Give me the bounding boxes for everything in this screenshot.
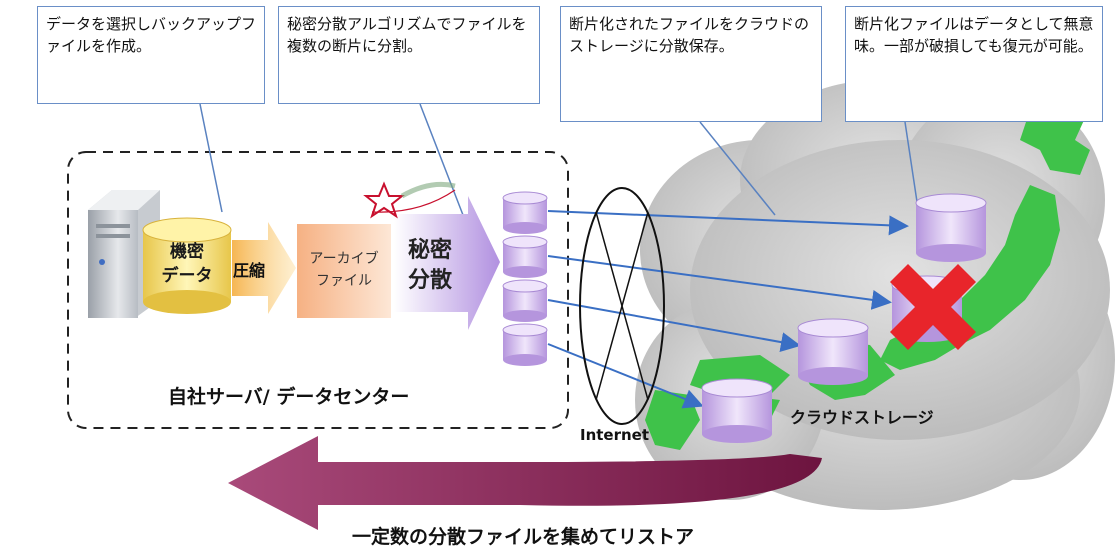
callout-cloud: 断片化されたファイルをクラウドのストレージに分散保存。	[560, 6, 822, 122]
star-icon	[363, 181, 456, 219]
source-data-cylinder	[142, 217, 232, 314]
fragment-cylinder	[502, 323, 548, 366]
broken-cross-icon	[890, 264, 976, 350]
source-data-label: 機密 データ	[161, 242, 213, 286]
cloud-cylinder	[701, 378, 773, 443]
split-arrow	[394, 196, 500, 330]
fragment-cylinder	[502, 279, 548, 322]
compress-label: 圧縮	[233, 261, 266, 280]
internet-label: Internet	[580, 426, 650, 444]
archive-block	[297, 224, 391, 318]
restore-arrow	[228, 436, 822, 530]
compress-arrow	[232, 222, 296, 314]
fragment-cylinder	[502, 235, 548, 278]
cloud-storage-label: クラウドストレージ	[790, 408, 934, 427]
restore-label: 一定数の分散ファイルを集めてリストア	[352, 526, 695, 548]
onprem-label: 自社サーバ/ データセンター	[168, 386, 410, 408]
archive-label: アーカイブ ファイル	[309, 251, 379, 289]
server-icon	[88, 190, 160, 318]
onprem-boundary	[67, 151, 569, 429]
fragment-stack	[502, 191, 548, 366]
callout-resilience: 断片化ファイルはデータとして無意味。一部が破損しても復元が可能。	[845, 6, 1103, 122]
fragment-cylinder	[502, 191, 548, 234]
callout-backup: データを選択しバックアップファイルを作成。	[37, 6, 265, 104]
callout-split: 秘密分散アルゴリズムでファイルを複数の断片に分割。	[278, 6, 540, 104]
transfer-arrows	[547, 210, 909, 409]
split-label: 秘密 分散	[407, 238, 452, 293]
cloud-cylinder	[915, 193, 987, 262]
internet-icon	[579, 187, 665, 425]
cloud-cylinder	[797, 318, 869, 385]
